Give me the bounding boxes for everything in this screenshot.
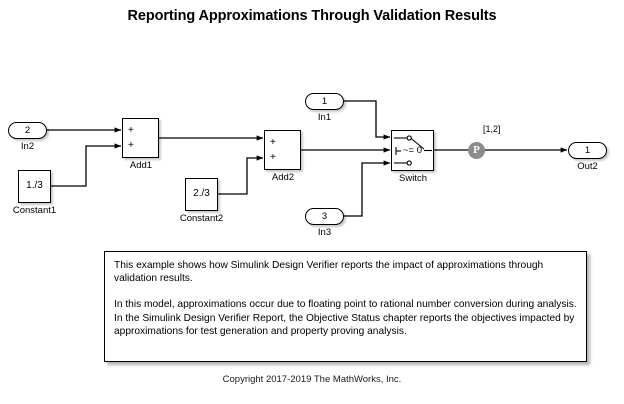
wire-constant2-to-add2 xyxy=(218,155,264,195)
inport-in2-label: In2 xyxy=(20,141,35,152)
inport-in3[interactable]: 3 xyxy=(305,208,344,225)
constant1-block[interactable]: 1./3 xyxy=(18,170,51,203)
switch-contact-glyph xyxy=(394,135,432,166)
constant2-label: Constant2 xyxy=(179,213,224,224)
add1-block[interactable]: + + xyxy=(122,118,159,158)
add1-sign-top: + xyxy=(128,125,134,136)
add2-label: Add2 xyxy=(271,172,295,183)
outport-out2-label: Out2 xyxy=(577,161,598,172)
inport-in1-number: 1 xyxy=(321,96,328,107)
add1-sign-bottom: + xyxy=(128,140,134,151)
constant1-label: Constant1 xyxy=(12,205,57,216)
add2-sign-top: + xyxy=(270,137,276,148)
note-paragraph-2: In this model, approximations occur due … xyxy=(114,299,577,337)
page-title: Reporting Approximations Through Validat… xyxy=(127,8,497,24)
wire-in1-to-switch xyxy=(344,100,391,140)
inport-in2-number: 2 xyxy=(24,125,31,136)
add2-sign-bottom: + xyxy=(270,152,276,163)
outport-out2[interactable]: 1 xyxy=(568,142,607,159)
outport-out2-number: 1 xyxy=(584,145,591,156)
wire-in3-to-switch xyxy=(344,160,391,217)
add2-block[interactable]: + + xyxy=(264,130,301,170)
switch-label: Switch xyxy=(399,173,427,184)
inport-in1[interactable]: 1 xyxy=(305,93,344,110)
constant2-value: 2./3 xyxy=(193,188,210,199)
switch-criteria: ~= 0 xyxy=(403,145,423,156)
proof-objective-icon[interactable]: P xyxy=(468,142,485,159)
copyright-text: Copyright 2017-2019 The MathWorks, Inc. xyxy=(222,374,402,385)
proof-annotation: [1,2] xyxy=(483,124,501,134)
constant2-block[interactable]: 2./3 xyxy=(185,178,218,211)
inport-in3-label: In3 xyxy=(317,227,332,238)
annotation-note-box[interactable]: This example shows how Simulink Design V… xyxy=(104,251,587,362)
inport-in2[interactable]: 2 xyxy=(8,122,47,139)
inport-in1-label: In1 xyxy=(317,112,332,123)
switch-block[interactable]: ~= 0 xyxy=(391,130,434,171)
inport-in3-number: 3 xyxy=(321,211,328,222)
add1-label: Add1 xyxy=(129,160,153,171)
note-paragraph-1: This example shows how Simulink Design V… xyxy=(114,260,544,285)
constant1-value: 1./3 xyxy=(26,180,43,191)
wire-constant1-to-add1 xyxy=(51,143,122,187)
